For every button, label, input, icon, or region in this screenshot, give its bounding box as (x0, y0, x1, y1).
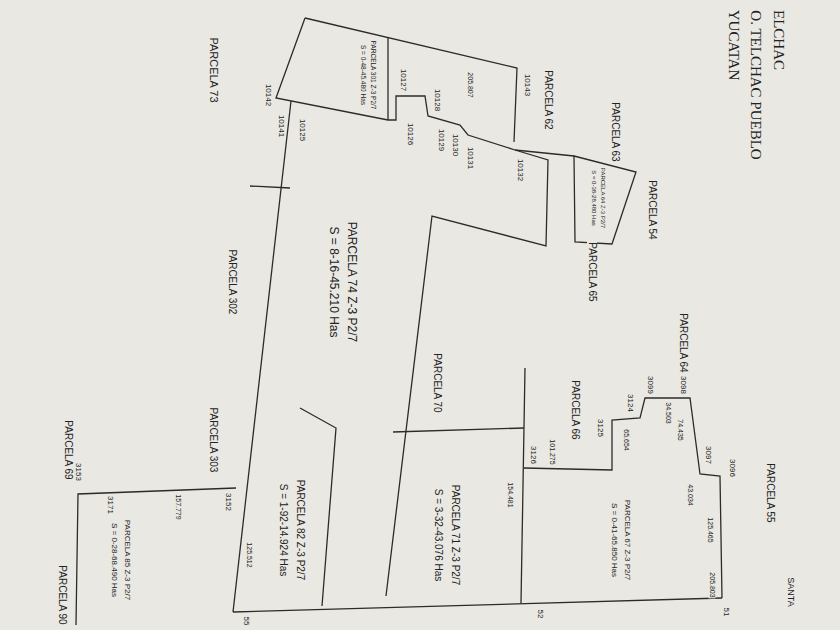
vertex-number: 10132 (516, 158, 524, 182)
distance-value: 125.465 (707, 516, 714, 543)
parcel-title: PARCELA 74 Z-3 P2/7 (346, 221, 358, 344)
parcel-name: PARCELA 54 (647, 179, 657, 240)
vertex-number: 10130 (451, 133, 459, 157)
vertex-number: 3098 (679, 375, 687, 395)
boundary-line (574, 156, 636, 244)
boundary-line (76, 488, 236, 625)
distance-value: 74.435 (677, 418, 684, 441)
vertex-number: 3153 (74, 462, 82, 482)
boundary-line (233, 101, 291, 612)
title-text: O. TELCHAC PUEBLO (748, 9, 763, 160)
vertex-number: 3097 (704, 445, 712, 465)
vertex-number: 3124 (626, 393, 634, 413)
area-value: S = 3-32-43.076 Has (433, 488, 443, 583)
title-text: ELCHAC (771, 9, 786, 71)
distance-value: 65.654 (623, 428, 630, 451)
boundary-line (386, 150, 548, 596)
area-value: S = 8-16-45.210 Has (328, 225, 340, 338)
parcel-name: SANTA (786, 576, 795, 607)
parcel-name: PARCELA 70 (432, 352, 442, 413)
parcel-title: PARCELA 85 Z-3 P2/7 (123, 519, 131, 601)
vertex-number: 10125 (298, 118, 306, 142)
distance-value: 101.275 (549, 438, 556, 465)
vertex-number: 52 (536, 609, 544, 620)
vertex-number: 3099 (646, 375, 654, 395)
boundary-line (393, 428, 524, 432)
parcel-title: PARCELA 301 Z-3 P2/7 (370, 40, 377, 111)
area-value: S = 0-48-45.480 Has (360, 44, 367, 106)
distance-value: 125.512 (246, 541, 253, 568)
boundary-line (521, 368, 525, 603)
distance-value: 205.803 (709, 571, 716, 598)
parcel-name: PARCELA 55 (765, 462, 775, 523)
vertex-number: 3126 (529, 445, 537, 465)
vertex-number: 3096 (728, 458, 736, 478)
vertex-number: 3125 (596, 418, 604, 438)
vertex-number: 10141 (277, 114, 285, 138)
boundary-line (233, 598, 722, 612)
vertex-number: 10142 (264, 83, 272, 107)
distance-value: 154.481 (507, 481, 514, 508)
area-value: S = 1-92-14.924 Has (278, 483, 288, 578)
area-value: S = 0-28-68.490 Has (110, 522, 118, 598)
distance-value: 43.034 (687, 483, 694, 506)
parcel-name: PARCELA 65 (587, 241, 597, 302)
boundary-line (250, 186, 290, 188)
parcel-name: PARCELA 62 (543, 69, 553, 130)
parcel-name: PARCELA 90 (57, 564, 67, 625)
vertex-number: 10128 (433, 88, 441, 112)
vertex-number: 3171 (106, 495, 114, 515)
vertex-number: 10127 (399, 68, 407, 92)
distance-value: 34.503 (665, 401, 672, 424)
area-value: S = 0-38-28.480 Has (591, 169, 597, 227)
parcel-title: PARCELA 82 Z-3 P2/7 (295, 479, 305, 581)
vertex-number: 3152 (224, 492, 232, 512)
distance-value: 205.807 (467, 71, 474, 98)
boundary-line (524, 398, 722, 598)
parcel-name: PARCELA 66 (570, 379, 580, 440)
parcel-name: PARCELA 69 (63, 419, 73, 480)
parcel-name: PARCELA 63 (610, 101, 620, 162)
distance-value: 157.779 (175, 493, 182, 520)
vertex-number: 10126 (406, 122, 414, 146)
area-value: S = 0-41-65.850 Has (610, 502, 618, 578)
parcel-title: PARCELA 64 Z-3 P2/7 (600, 167, 606, 229)
boundary-line (300, 408, 336, 606)
parcel-title: PARCELA 71 Z-3 P2/7 (450, 484, 460, 586)
vertex-number: 55 (242, 616, 250, 627)
parcel-name: PARCELA 302 (227, 249, 237, 316)
parcel-name: PARCELA 303 (208, 407, 218, 474)
title-text: YUCATAN (726, 9, 741, 81)
vertex-number: 51 (722, 607, 730, 618)
boundary-line (387, 38, 388, 120)
vertex-number: 10129 (437, 128, 445, 152)
vertex-number: 10143 (523, 73, 531, 97)
vertex-number: 10131 (466, 146, 474, 170)
parcel-title: PARCELA 67 Z-3 P2/7 (623, 499, 631, 581)
boundary-line (276, 18, 388, 120)
parcel-name: PARCELA 64 (678, 312, 688, 373)
parcel-name: PARCELA 73 (208, 36, 219, 103)
